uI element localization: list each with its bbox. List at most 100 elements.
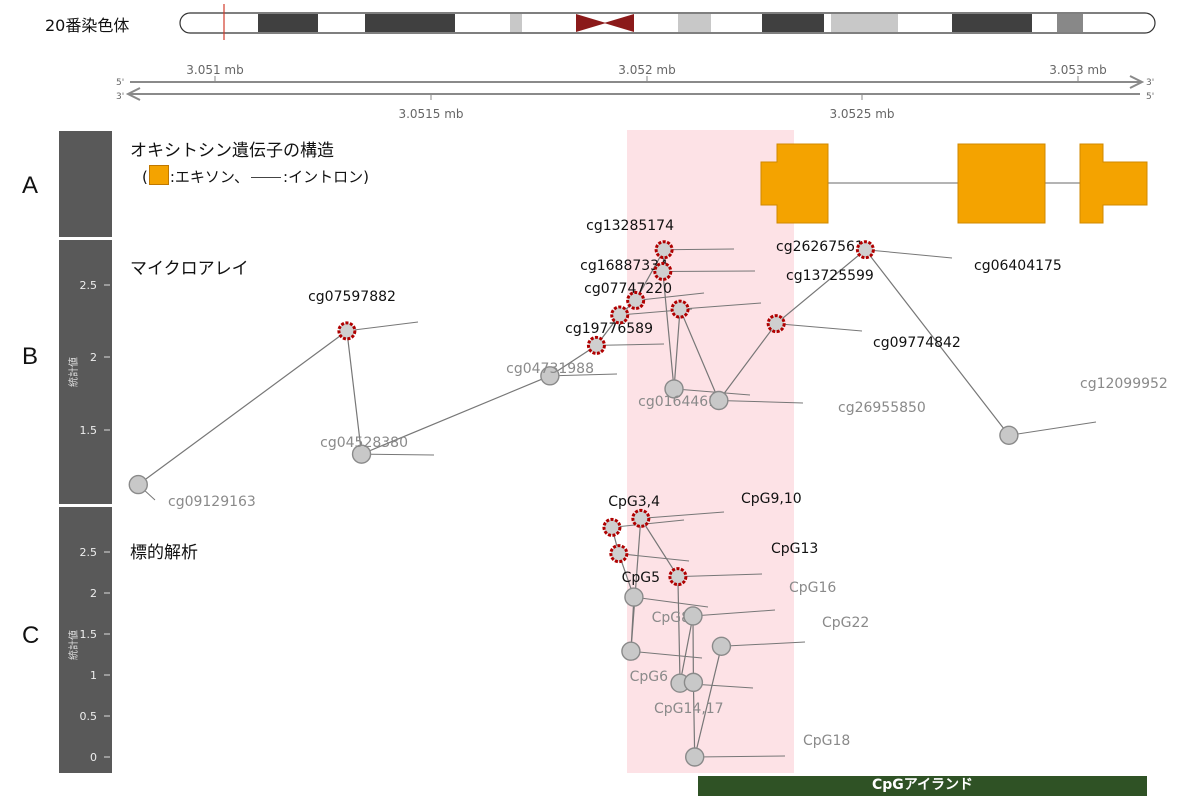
- targeted-label-9: CpG18: [803, 733, 850, 749]
- microarray-y-axis: 統計値 2.5 2 1.5: [67, 279, 110, 437]
- targeted-leader-4: [640, 511, 725, 519]
- microarray-point-0[interactable]: [128, 474, 148, 495]
- exon-legend-label: :エキソン、: [169, 168, 250, 186]
- targeted-tick-0-5: 0.5: [80, 710, 98, 723]
- microarray-leader-11: [718, 400, 804, 404]
- section-a-title: オキシトシン遺伝子の構造: [130, 141, 334, 161]
- microarray-point-12[interactable]: [766, 314, 786, 334]
- targeted-tick-2-5: 2.5: [80, 546, 98, 559]
- section-a-bar: [59, 131, 112, 237]
- microarray-label-6: cg16887334: [580, 258, 668, 274]
- microarray-point-2[interactable]: [351, 444, 372, 464]
- microarray-point-6[interactable]: [626, 290, 646, 310]
- microarray-point-10[interactable]: [670, 299, 690, 319]
- section-b-title: マイクロアレイ: [130, 259, 249, 279]
- microarray-leader-9: [673, 388, 751, 396]
- strand-label-top-left: 5': [116, 78, 124, 88]
- microarray-point-9[interactable]: [664, 379, 684, 399]
- microarray-leader-2: [361, 453, 435, 456]
- strand-label-bottom-right: 5': [1146, 92, 1154, 102]
- targeted-point-5[interactable]: [668, 567, 688, 587]
- targeted-leader-9: [694, 755, 786, 758]
- microarray-label-0: cg09129163: [168, 494, 256, 510]
- microarray-label-7: cg13285174: [586, 218, 674, 234]
- genomic-axis: 3.051 mb 3.052 mb 3.053 mb 3.0515 mb 3.0…: [116, 63, 1154, 121]
- targeted-tick-2: 2: [90, 587, 97, 600]
- targeted-tick-1: 1: [90, 669, 97, 682]
- microarray-label-1: cg07597882: [308, 289, 396, 305]
- microarray-label-8: cg26267561: [776, 239, 864, 255]
- targeted-point-4[interactable]: [631, 508, 651, 528]
- section-c-title: 標的解析: [130, 543, 198, 563]
- targeted-leader-5: [677, 573, 763, 578]
- axis-tick-top-3: 3.053 mb: [1049, 63, 1106, 77]
- gene-structure-legend: (:エキソン、:イントロン): [142, 165, 369, 187]
- microarray-label-5: cg07747220: [584, 281, 672, 297]
- targeted-point-8[interactable]: [683, 672, 704, 693]
- row-label-a: A: [22, 172, 39, 199]
- microarray-label-3: cg04731988: [506, 361, 594, 377]
- targeted-point-10[interactable]: [711, 636, 732, 656]
- microarray-label-2: cg04528380: [320, 435, 408, 451]
- intron-legend-swatch: [251, 177, 282, 178]
- microarray-leader-12: [776, 323, 863, 332]
- highlight-region: [627, 130, 794, 773]
- gene-structure: [760, 143, 1148, 224]
- targeted-label-10: CpG22: [822, 615, 869, 631]
- targeted-point-3[interactable]: [621, 641, 641, 661]
- axis-tick-bottom-1: 3.0515 mb: [398, 107, 463, 121]
- axis-tick-top-1: 3.051 mb: [186, 63, 243, 77]
- targeted-label-6: CpG14,17: [654, 701, 724, 717]
- microarray-point-1[interactable]: [337, 321, 357, 341]
- targeted-leader-7: [692, 609, 776, 617]
- strand-label-bottom-left: 3': [116, 92, 124, 102]
- chromosome-ideogram: [179, 4, 1156, 40]
- microarray-leader-1: [346, 321, 419, 332]
- microarray-point-3[interactable]: [540, 366, 560, 386]
- microarray-leader-10: [680, 302, 762, 310]
- targeted-point-0[interactable]: [602, 517, 622, 537]
- targeted-point-2[interactable]: [624, 587, 644, 607]
- row-label-c: C: [22, 622, 40, 649]
- exon-2: [957, 143, 1046, 224]
- targeted-label-7: CpG16: [789, 580, 836, 596]
- targeted-leader-3: [630, 650, 703, 659]
- targeted-label-3: CpG6: [630, 669, 669, 685]
- microarray-point-7[interactable]: [654, 240, 674, 260]
- targeted-label-5: CpG13: [771, 541, 818, 557]
- microarray-point-4[interactable]: [586, 335, 606, 355]
- section-c-bar: [59, 507, 112, 773]
- targeted-leader-2: [633, 596, 709, 608]
- strand-label-top-right: 3': [1146, 78, 1154, 88]
- microarray-tick-2: 2: [90, 351, 97, 364]
- microarray-point-8[interactable]: [653, 261, 673, 281]
- microarray-leader-7: [664, 248, 735, 251]
- targeted-tick-0: 0: [90, 751, 97, 764]
- targeted-label-0: CpG3,4: [608, 494, 660, 510]
- targeted-plot: CpG3,4CpG5CpG8CpG6CpG9,10CpG13CpG14,17Cp…: [602, 491, 869, 767]
- targeted-point-9[interactable]: [685, 747, 705, 767]
- microarray-point-11[interactable]: [709, 390, 729, 411]
- targeted-leader-1: [618, 553, 690, 562]
- axis-tick-bottom-2: 3.0525 mb: [829, 107, 894, 121]
- microarray-point-14[interactable]: [999, 425, 1019, 445]
- microarray-tick-1-5: 1.5: [80, 424, 98, 437]
- targeted-label-4: CpG9,10: [741, 491, 802, 507]
- microarray-label-10: cg13725599: [786, 268, 874, 284]
- microarray-point-13[interactable]: [855, 240, 875, 260]
- microarray-label-13: cg06404175: [974, 258, 1062, 274]
- exon-3: [1079, 143, 1148, 224]
- microarray-plot: cg09129163 cg07597882 cg04528380 cg04731988…: [128, 218, 1168, 510]
- microarray-point-5[interactable]: [610, 305, 630, 325]
- microarray-label-14: cg12099952: [1080, 376, 1168, 392]
- cpg-island-bar: CpGアイランド: [698, 776, 1147, 796]
- targeted-leader-10: [721, 641, 806, 647]
- targeted-label-2: CpG8: [652, 610, 690, 626]
- microarray-tick-2-5: 2.5: [80, 279, 98, 292]
- targeted-point-1[interactable]: [609, 544, 629, 564]
- targeted-point-7[interactable]: [683, 606, 703, 626]
- microarray-label-4: cg19776589: [565, 321, 653, 337]
- row-label-b: B: [22, 343, 39, 370]
- microarray-leader-4: [596, 343, 665, 346]
